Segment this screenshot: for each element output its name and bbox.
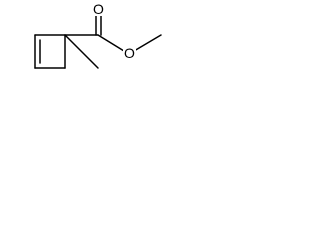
bond-carbonyl-ester-oxygen [97,34,125,52]
label-bg-carbonyl-oxygen [92,2,105,16]
label-bg-ester-oxygen [123,46,136,60]
atom-label-carbonyl-oxygen: O [93,1,104,17]
bond-ester-oxygen-methyl [133,34,162,52]
atom-label-ester-oxygen: O [124,45,135,61]
molecule-structure: O O [34,1,162,69]
bond-ring-methyl [64,34,99,69]
